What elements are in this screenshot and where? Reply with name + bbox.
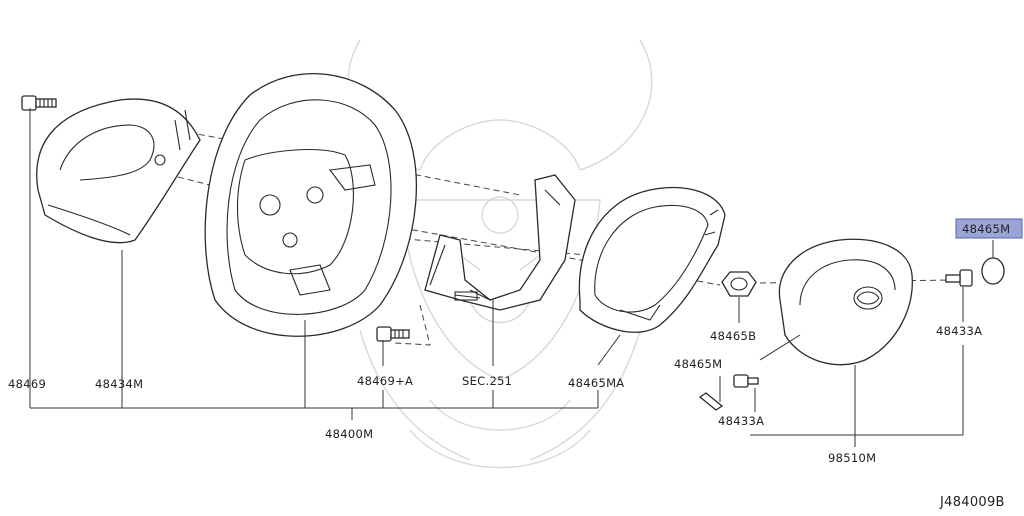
- callout-48469a[interactable]: 48469+A: [357, 374, 413, 388]
- airbag-module-icon: [778, 238, 913, 366]
- callout-48465m-selected[interactable]: 48465M: [955, 218, 1023, 239]
- callout-48465b[interactable]: 48465B: [710, 329, 756, 343]
- bezel-icon: [578, 186, 726, 333]
- callout-48400m[interactable]: 48400M: [325, 427, 373, 441]
- callout-98510m[interactable]: 98510M: [828, 451, 876, 465]
- switch-bracket-icon: [424, 174, 576, 311]
- steering-wheel-icon: [204, 72, 418, 337]
- bolt-icon: [376, 326, 410, 342]
- callout-48433a-low[interactable]: 48433A: [718, 414, 764, 428]
- callout-48434m[interactable]: 48434M: [95, 377, 143, 391]
- nut-icon: [721, 271, 757, 297]
- callout-48465m-selected-label: 48465M: [962, 222, 1010, 236]
- column-cover-icon: [36, 98, 201, 244]
- emblem-cap-icon: [981, 257, 1005, 285]
- callout-48433a-right[interactable]: 48433A: [936, 324, 982, 338]
- bolt-icon: [945, 269, 973, 287]
- bolt-icon: [21, 95, 57, 111]
- leader-lines: [29, 108, 994, 447]
- callout-48469[interactable]: 48469: [8, 377, 46, 391]
- clip-icon: [698, 392, 724, 411]
- bolt-icon: [733, 374, 759, 388]
- diagram-code: J484009B: [939, 495, 1005, 510]
- callout-48465ma[interactable]: 48465MA: [568, 376, 624, 390]
- callout-48465m-small[interactable]: 48465M: [674, 357, 722, 371]
- callout-sec251[interactable]: SEC.251: [462, 374, 512, 388]
